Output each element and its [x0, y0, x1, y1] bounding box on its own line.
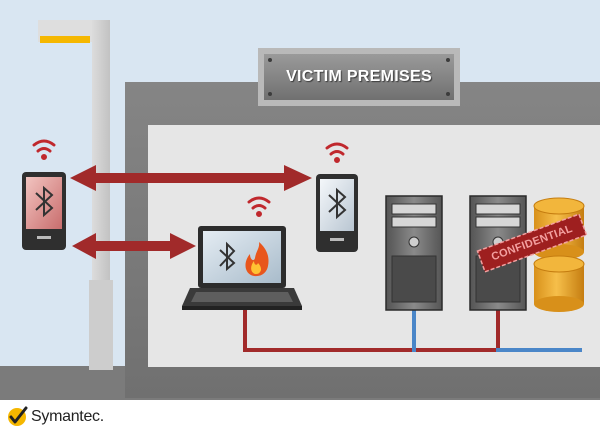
sign-label: VICTIM PREMISES	[286, 68, 432, 85]
wifi-icon	[247, 196, 271, 217]
wifi-signals	[32, 139, 349, 217]
victim-laptop	[182, 226, 302, 310]
bluetooth-icon	[328, 187, 347, 220]
bluetooth-connection-arrows	[70, 165, 312, 259]
victim-premises-sign	[258, 48, 460, 106]
server-tower-1	[385, 195, 443, 311]
arrow-phone-to-laptop	[72, 233, 196, 259]
symantec-check-icon	[8, 406, 28, 426]
wifi-icon	[32, 139, 56, 160]
arrow-phone-to-phone	[70, 165, 312, 191]
victim-phone	[316, 174, 358, 252]
wifi-icon	[325, 142, 349, 163]
fire-icon-core	[251, 261, 262, 274]
bluetooth-icon	[35, 185, 54, 218]
attacker-phone	[22, 172, 66, 250]
bluetooth-icon	[219, 241, 236, 272]
street-lamp	[38, 20, 113, 370]
confidential-stamp	[476, 213, 588, 273]
attack-scene	[0, 0, 600, 400]
network-cables	[243, 303, 582, 352]
logo-text: Symantec.	[31, 408, 104, 425]
symantec-logo: Symantec.	[6, 406, 104, 428]
